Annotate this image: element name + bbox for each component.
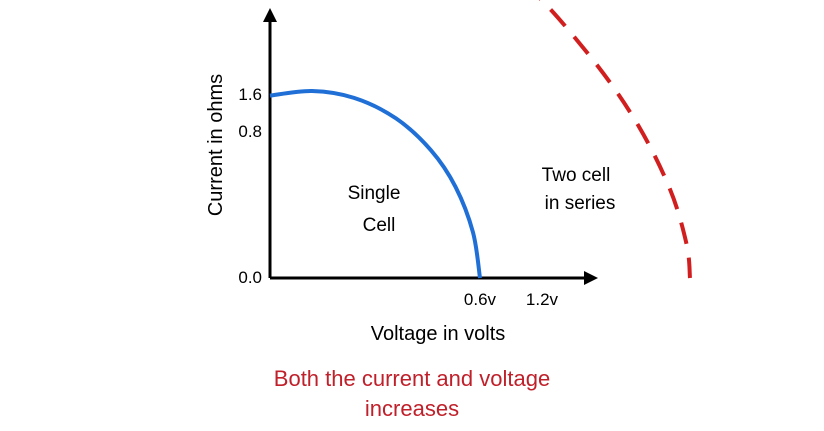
y-axis-label: Current in ohms xyxy=(205,74,227,216)
y-axis-arrow xyxy=(263,8,277,22)
x-axis-arrow xyxy=(584,271,598,285)
series-label-line: Cell xyxy=(363,215,396,236)
series-label-line: Single xyxy=(348,183,401,204)
caption-line-2: increases xyxy=(364,396,460,421)
caption-line-1: Both the current and voltage xyxy=(273,366,551,391)
chart: 1.6 0.8 0.0 0.6v 1.2v Voltage in volts C… xyxy=(205,0,692,345)
series-label-single-cell: Single Cell xyxy=(348,183,401,236)
y-tick-label: 0.0 xyxy=(238,268,262,287)
single-cell-curve xyxy=(269,88,482,279)
y-tick-labels: 1.6 0.8 0.0 xyxy=(238,85,262,287)
series-label-line: in series xyxy=(545,193,616,214)
series-curves xyxy=(269,0,692,279)
axes xyxy=(263,8,598,285)
two-cell-series-curve xyxy=(538,0,692,279)
x-tick-label: 0.6v xyxy=(464,290,497,309)
y-tick-label: 1.6 xyxy=(238,85,262,104)
y-tick-label: 0.8 xyxy=(238,122,262,141)
x-tick-labels: 0.6v 1.2v xyxy=(464,290,559,309)
x-axis-label: Voltage in volts xyxy=(371,323,506,345)
x-tick-label: 1.2v xyxy=(526,290,559,309)
series-label-line: Two cell xyxy=(542,165,611,186)
series-label-two-cell: Two cell in series xyxy=(542,165,616,214)
